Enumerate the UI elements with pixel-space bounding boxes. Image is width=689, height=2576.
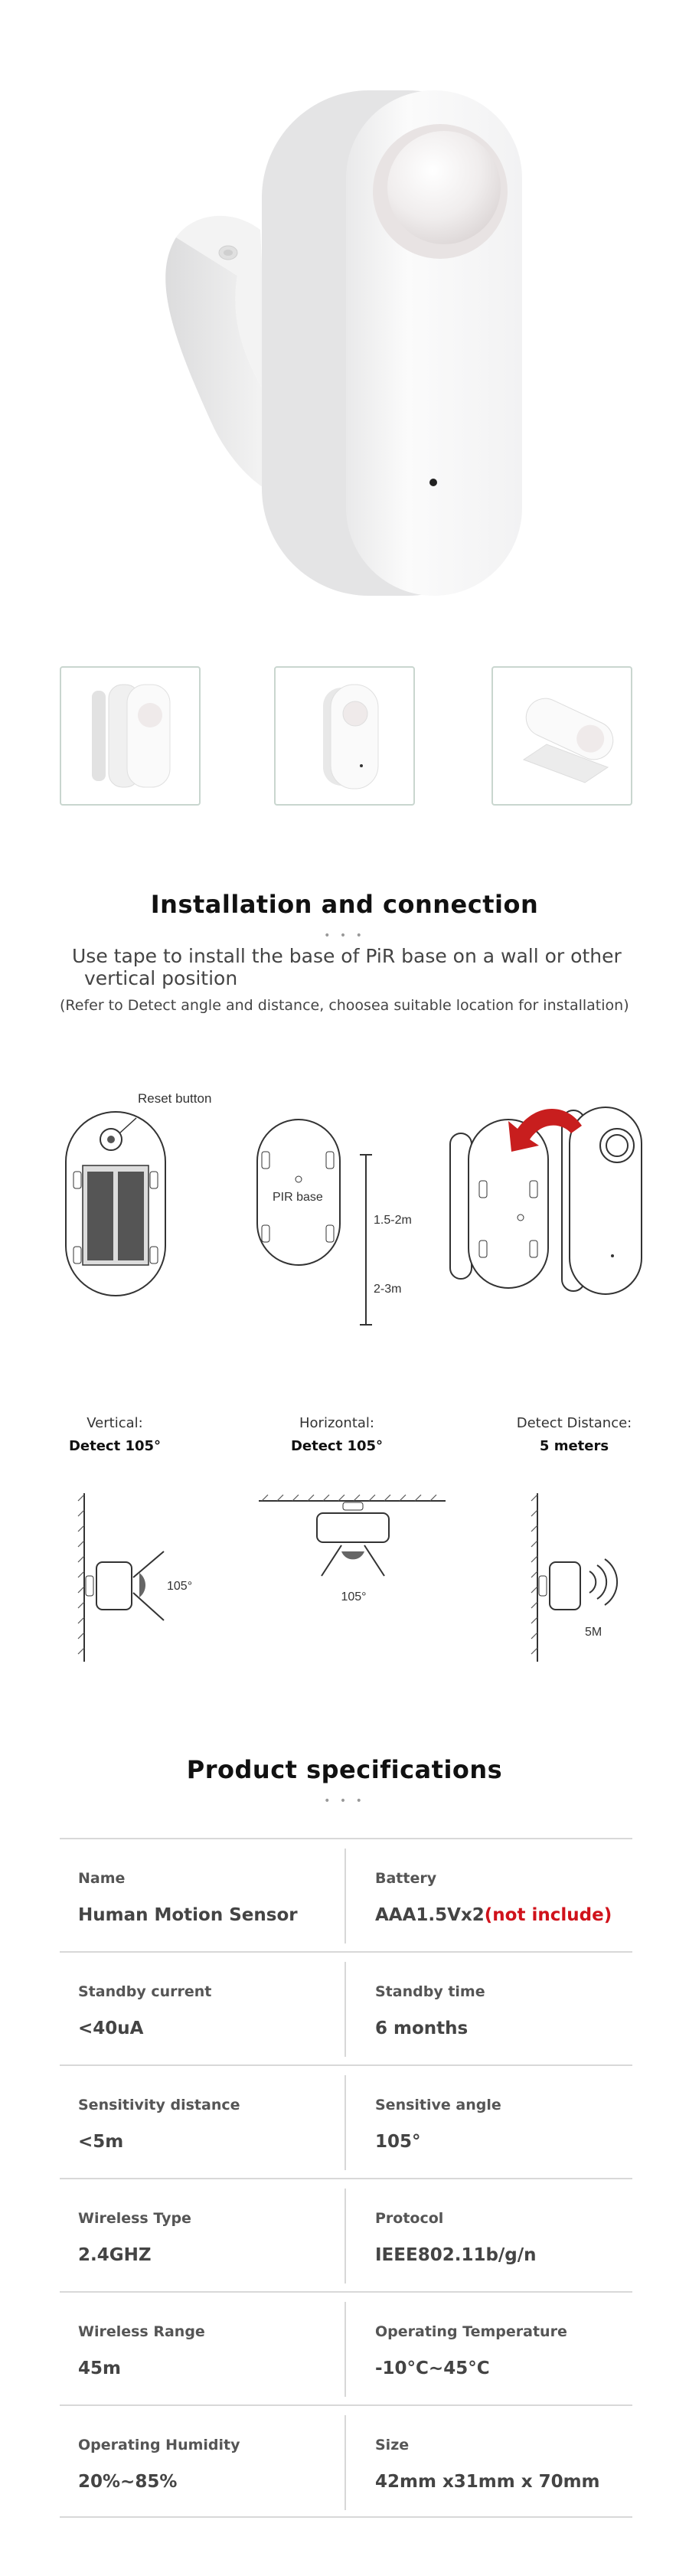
spec-name: Protocol — [375, 2210, 444, 2227]
spec-name: Name — [78, 1870, 126, 1887]
mode-distance-label: Detect Distance: — [516, 1415, 632, 1431]
installation-title: Installation and connection — [150, 890, 539, 919]
spec-value: <5m — [78, 2132, 124, 2152]
spec-cell: Wireless Type 2.4GHZ — [60, 2189, 346, 2283]
height-range-2: 2-3m — [374, 1283, 401, 1296]
mode-vertical-value: Detect 105° — [68, 1438, 162, 1454]
spec-value: <40uA — [78, 2019, 144, 2038]
installation-diagram: Reset button PIR base 1.5-2m 2-3m — [0, 1072, 689, 1332]
spec-name: Standby current — [78, 1983, 212, 2000]
specs-divider-dots: • • • — [324, 1795, 365, 1807]
spec-value: 6 months — [375, 2019, 469, 2038]
mode-horizontal-value: Detect 105° — [290, 1438, 384, 1454]
spec-cell: Operating Humidity 20%~85% — [60, 2415, 346, 2510]
battery-value: AAA1.5Vx2 — [375, 1905, 485, 1925]
battery-note: (not include) — [484, 1905, 612, 1925]
thumbnail-angled-view[interactable] — [491, 666, 632, 806]
mode-distance-value: 5 meters — [539, 1438, 609, 1454]
hero-product-image — [0, 0, 689, 643]
spec-cell: Size 42mm x31mm x 70mm — [348, 2406, 632, 2519]
thumbnail-strip — [0, 666, 689, 812]
spec-name: Sensitive angle — [375, 2097, 501, 2113]
distance-figure: 5M — [585, 1626, 602, 1639]
installation-instruction-line2: vertical position — [84, 967, 238, 989]
specs-table: Name Human Motion Sensor Battery AAA1.5V… — [60, 1838, 632, 2518]
spec-row: Wireless Range 45m Operating Temperature… — [60, 2291, 632, 2404]
spec-name: Wireless Type — [78, 2210, 191, 2227]
mounting-drawing — [449, 1107, 642, 1295]
spec-cell: Sensitive angle 105° — [348, 2066, 632, 2179]
distance-detection-drawing — [531, 1493, 619, 1662]
spec-cell: Wireless Range 45m — [60, 2302, 346, 2397]
spec-value: -10°C~45°C — [375, 2359, 490, 2378]
spec-value: 105° — [375, 2132, 421, 2152]
spec-row: Sensitivity distance <5m Sensitive angle… — [60, 2064, 632, 2178]
battery-compartment-drawing — [65, 1111, 166, 1296]
spec-name: Battery — [375, 1870, 437, 1887]
horizontal-detection-drawing — [259, 1494, 446, 1577]
spec-name: Sensitivity distance — [78, 2097, 240, 2113]
installation-divider-dots: • • • — [324, 930, 365, 942]
mode-vertical-label: Vertical: — [87, 1415, 143, 1431]
height-range-1: 1.5-2m — [374, 1214, 412, 1227]
vertical-angle-figure: 105° — [167, 1580, 192, 1593]
spec-cell: Standby time 6 months — [348, 1953, 632, 2066]
spec-value: 20%~85% — [78, 2472, 178, 2492]
horizontal-angle-figure: 105° — [341, 1590, 366, 1603]
spec-value: 45m — [78, 2359, 121, 2378]
reset-button-label: Reset button — [138, 1091, 211, 1106]
spec-value: AAA1.5Vx2(not include) — [375, 1905, 612, 1925]
spec-row: Standby current <40uA Standby time 6 mon… — [60, 1951, 632, 2064]
spec-cell: Standby current <40uA — [60, 1962, 346, 2057]
installation-instruction-line1: Use tape to install the base of PiR base… — [72, 945, 622, 967]
spec-name: Operating Temperature — [375, 2323, 567, 2340]
thumbnail-side-view[interactable] — [60, 666, 201, 806]
thumbnail-front-view[interactable] — [274, 666, 415, 806]
spec-cell: Sensitivity distance <5m — [60, 2075, 346, 2170]
mode-horizontal-label: Horizontal: — [299, 1415, 374, 1431]
spec-value: 2.4GHZ — [78, 2245, 152, 2265]
spec-value: 42mm x31mm x 70mm — [375, 2472, 600, 2492]
spec-name: Standby time — [375, 1983, 485, 2000]
vertical-detection-drawing — [77, 1493, 165, 1662]
installation-instruction: Use tape to install the base of PiR base… — [72, 945, 622, 989]
specs-title: Product specifications — [186, 1755, 503, 1784]
spec-name: Wireless Range — [78, 2323, 205, 2340]
spec-name: Size — [375, 2437, 410, 2453]
spec-value: IEEE802.11b/g/n — [375, 2245, 537, 2265]
pir-base-drawing — [256, 1119, 372, 1326]
spec-cell: Battery AAA1.5Vx2(not include) — [348, 1839, 632, 1953]
spec-value: Human Motion Sensor — [78, 1905, 298, 1925]
spec-cell: Name Human Motion Sensor — [60, 1849, 346, 1943]
installation-note: (Refer to Detect angle and distance, cho… — [60, 997, 629, 1014]
pir-base-label: PIR base — [273, 1191, 323, 1204]
spec-row: Name Human Motion Sensor Battery AAA1.5V… — [60, 1838, 632, 1951]
detection-illustrations: 105° 105° — [0, 1478, 689, 1677]
spec-row: Operating Humidity 20%~85% Size 42mm x31… — [60, 2404, 632, 2518]
spec-cell: Operating Temperature -10°C~45°C — [348, 2293, 632, 2406]
spec-name: Operating Humidity — [78, 2437, 240, 2453]
spec-cell: Protocol IEEE802.11b/g/n — [348, 2179, 632, 2293]
spec-row: Wireless Type 2.4GHZ Protocol IEEE802.11… — [60, 2178, 632, 2291]
